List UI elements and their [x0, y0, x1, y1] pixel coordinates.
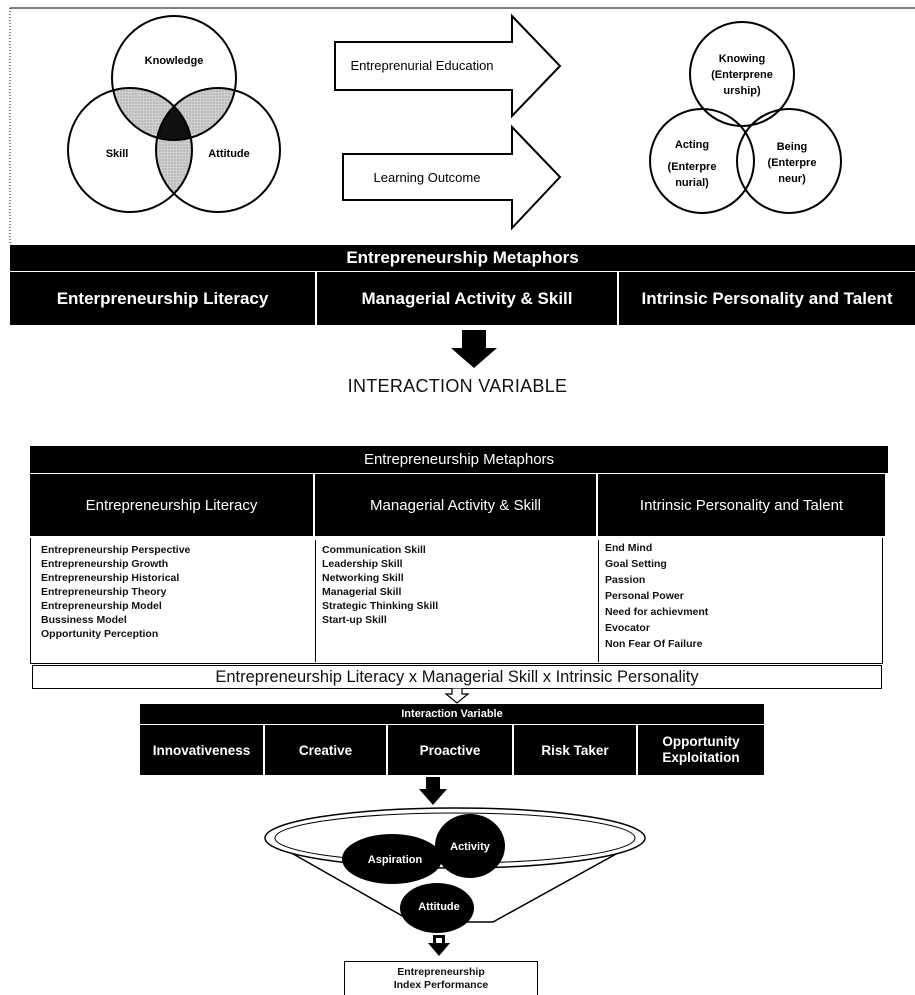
list-item: Need for achievment — [605, 606, 709, 618]
list-item: Non Fear Of Failure — [605, 638, 703, 650]
metaphors-bottom-title: Entrepreneurship Metaphors — [30, 446, 888, 473]
interaction-item-risk-taker: Risk Taker — [514, 725, 638, 775]
list-item: Managerial Skill — [322, 586, 402, 598]
list-item: Entrepreneurship Historical — [41, 572, 180, 584]
managerial-list: Communication Skill Leadership Skill Net… — [316, 540, 599, 662]
metaphor-bottom-managerial: Managerial Activity & Skill — [315, 474, 598, 536]
knowing-label-2: (Enterprene — [711, 69, 773, 81]
metaphor-top-literacy: Enterpreneurship Literacy — [10, 272, 317, 325]
metaphor-bottom-literacy: Entrepreneurship Literacy — [30, 474, 315, 536]
list-item: End Mind — [605, 542, 653, 554]
arrow-education: Entreprenurial Education — [334, 13, 562, 119]
activity-ellipse — [435, 814, 505, 878]
arrow-learning-label: Learning Outcome — [374, 170, 481, 185]
list-item: Opportunity Perception — [41, 628, 159, 640]
interaction-box-title: Interaction Variable — [140, 704, 764, 724]
list-item: Bussiness Model — [41, 614, 127, 626]
formula-bar: Entrepreneurship Literacy x Managerial S… — [32, 665, 882, 689]
list-item: Start-up Skill — [322, 614, 387, 626]
being-label-1: Being — [777, 141, 808, 153]
venn-left: Knowledge Skill Attitude — [67, 15, 281, 213]
knowledge-label: Knowledge — [145, 55, 204, 67]
skill-circle — [67, 87, 193, 213]
funnel: Aspiration Activity Attitude — [264, 807, 646, 933]
down-arrow-2 — [419, 777, 447, 805]
knowledge-circle — [111, 15, 237, 141]
list-item: Leadership Skill — [322, 558, 403, 570]
top-diagram: Knowledge Skill Attitude Entreprenurial … — [9, 7, 915, 245]
interaction-item-creative: Creative — [265, 725, 388, 775]
list-item: Entrepreneurship Perspective — [41, 544, 191, 556]
acting-label-1: Acting — [675, 139, 709, 151]
aspiration-ellipse — [342, 834, 442, 884]
metaphor-bottom-intrinsic: Intrinsic Personality and Talent — [598, 474, 885, 536]
metaphors-top-title: Entrepreneurship Metaphors — [10, 245, 915, 271]
knowing-label-1: Knowing — [719, 53, 765, 65]
metaphor-top-managerial: Managerial Activity & Skill — [317, 272, 619, 325]
down-arrow-hollow — [444, 688, 470, 704]
list-item: Entrepreneurship Theory — [41, 586, 167, 598]
interaction-items-row: Innovativeness Creative Proactive Risk T… — [140, 725, 764, 775]
knowing-circle — [689, 21, 795, 127]
intrinsic-list: End Mind Goal Setting Passion Personal P… — [599, 538, 882, 662]
interaction-item-proactive: Proactive — [388, 725, 514, 775]
down-arrow-1 — [451, 330, 497, 368]
acting-label-3: nurial) — [675, 177, 709, 189]
being-circle — [736, 108, 842, 214]
knowing-label-3: urship) — [723, 85, 761, 97]
interaction-item-innovativeness: Innovativeness — [140, 725, 265, 775]
list-item: Personal Power — [605, 590, 684, 602]
metaphors-top-row: Enterpreneurship Literacy Managerial Act… — [10, 272, 915, 325]
acting-label-2: (Enterpre — [668, 161, 717, 173]
venn-right: Knowing (Enterprene urship) Acting (Ente… — [649, 21, 842, 214]
down-arrow-3 — [428, 935, 450, 956]
list-item: Passion — [605, 574, 646, 586]
list-item: Entrepreneurship Growth — [41, 558, 169, 570]
acting-circle — [649, 108, 755, 214]
list-item: Goal Setting — [605, 558, 667, 570]
attitude-ellipse — [400, 883, 474, 933]
list-item: Strategic Thinking Skill — [322, 600, 439, 612]
list-item: Communication Skill — [322, 544, 426, 556]
arrow-education-label: Entreprenurial Education — [350, 58, 493, 73]
skill-label: Skill — [106, 148, 129, 160]
interaction-item-opportunity: Opportunity Exploitation — [638, 725, 764, 775]
attitude-circle — [155, 87, 281, 213]
list-item: Entrepreneurship Model — [41, 600, 162, 612]
arrow-learning: Learning Outcome — [342, 124, 562, 231]
result-box: Entrepreneurship Index Performance — [344, 961, 538, 995]
aspiration-label: Aspiration — [368, 854, 423, 866]
metaphors-bottom-row: Entrepreneurship Literacy Managerial Act… — [30, 474, 885, 536]
lists-container: Entrepreneurship Perspective Entrepreneu… — [30, 538, 883, 664]
list-item: Networking Skill — [322, 572, 404, 584]
activity-label: Activity — [450, 841, 491, 853]
list-item: Evocator — [605, 622, 650, 634]
attitude-label: Attitude — [418, 901, 460, 913]
being-label-3: neur) — [778, 173, 806, 185]
literacy-list: Entrepreneurship Perspective Entrepreneu… — [35, 540, 316, 662]
metaphor-top-intrinsic: Intrinsic Personality and Talent — [619, 272, 915, 325]
being-label-2: (Enterpre — [768, 157, 817, 169]
attitude-label: Attitude — [208, 148, 250, 160]
interaction-heading: INTERACTION VARIABLE — [347, 376, 568, 396]
